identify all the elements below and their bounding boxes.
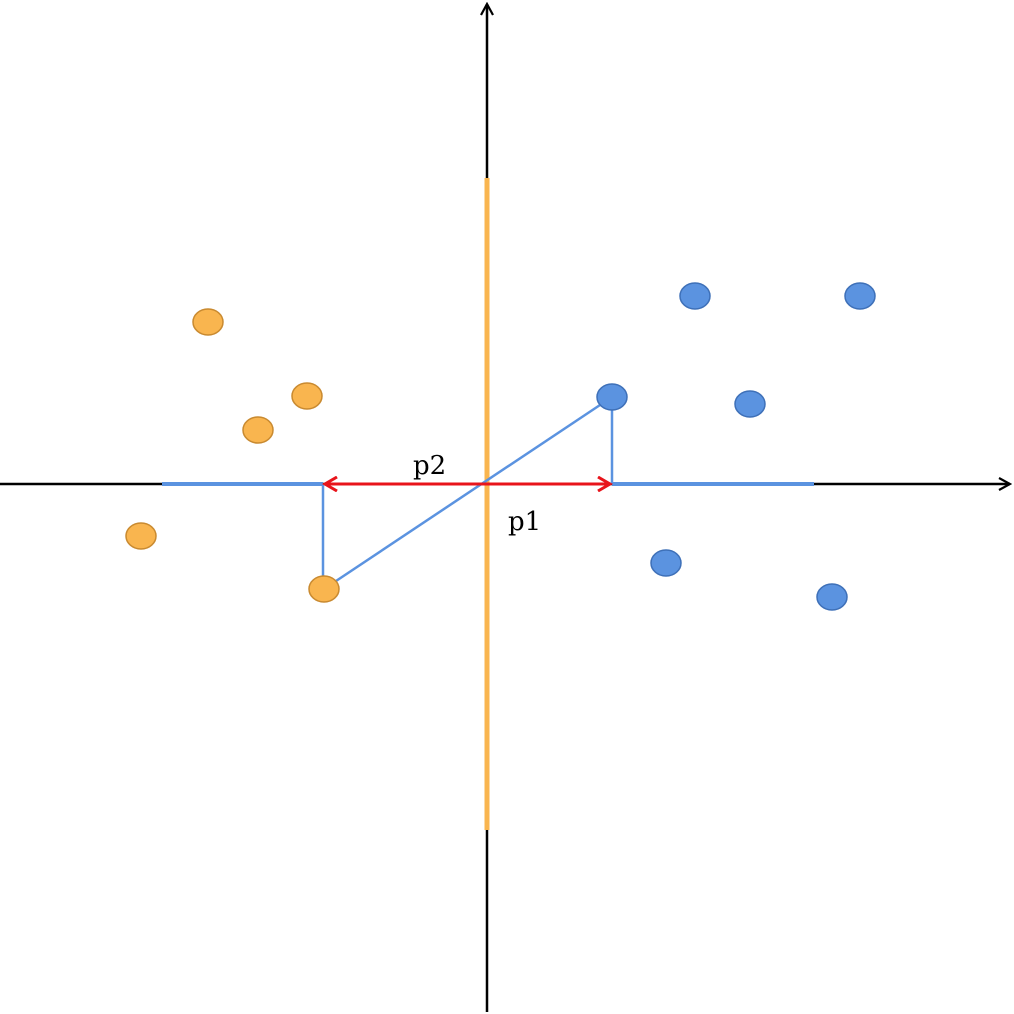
orange-point [192, 308, 224, 336]
orange-point [242, 416, 274, 444]
blue-point [679, 282, 711, 310]
blue-point [734, 390, 766, 418]
orange-point [125, 522, 157, 550]
orange-point [291, 382, 323, 410]
p2-label: p2 [413, 451, 446, 481]
blue-point [596, 383, 628, 411]
blue-point [844, 282, 876, 310]
blue-point [650, 549, 682, 577]
orange-points [125, 308, 340, 603]
diagonal-line [323, 395, 613, 591]
orange-point [308, 575, 340, 603]
blue-points [596, 282, 876, 611]
p1-label: p1 [508, 507, 541, 537]
blue-point [816, 583, 848, 611]
